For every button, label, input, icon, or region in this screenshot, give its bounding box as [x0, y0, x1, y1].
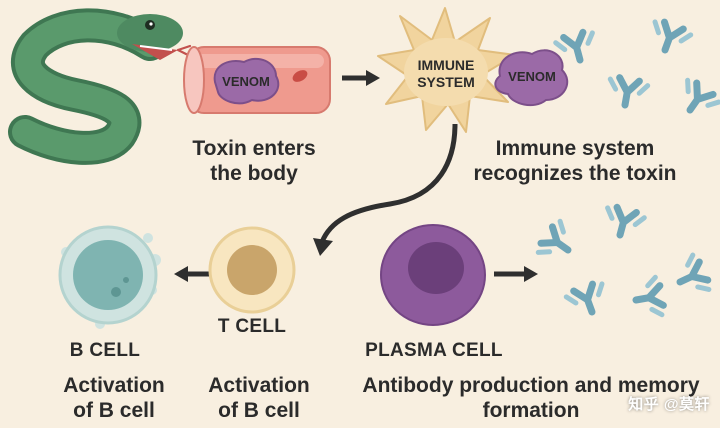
caption-b-activation-line1: Activation — [63, 374, 165, 397]
t-cell — [208, 226, 296, 314]
snake-illustration — [8, 8, 192, 165]
immune-system-label-line2: SYSTEM — [417, 73, 475, 90]
caption-immune-recognizes-line2: recognizes the toxin — [473, 161, 677, 185]
caption-b-activation-line2: of B cell — [73, 398, 155, 422]
caption-t-activation-line1: Activation — [208, 374, 310, 397]
caption-immune-recognizes: Immune system recognizes the toxin — [452, 137, 698, 187]
arrow-to-antibodies — [494, 266, 538, 282]
venom-blob — [494, 49, 569, 107]
b-cell — [58, 225, 161, 329]
t-cell-label: T CELL — [217, 316, 287, 337]
plasma-cell — [380, 224, 486, 326]
blood-vessel — [183, 46, 331, 114]
caption-toxin-enters-line1: Toxin enters — [192, 137, 316, 160]
caption-antibody-line1: Antibody production and memory — [362, 374, 700, 397]
caption-antibody-line2: formation — [482, 398, 580, 422]
caption-immune-recognizes-line1: Immune system — [495, 137, 655, 160]
caption-toxin-enters: Toxin enters the body — [168, 137, 340, 187]
antibody-cluster-top — [555, 19, 720, 121]
caption-t-activation: Activation of B cell — [190, 374, 328, 424]
immune-system-label: IMMUNE SYSTEM — [398, 57, 494, 90]
caption-antibody-production: Antibody production and memory formation — [348, 374, 714, 424]
b-cell-label: B CELL — [69, 340, 141, 361]
arrow-to-immune-system — [342, 70, 380, 86]
caption-toxin-enters-line2: the body — [210, 161, 298, 185]
arrow-to-b-cell — [174, 266, 210, 282]
antibody-cluster-bottom — [536, 205, 712, 319]
caption-b-activation: Activation of B cell — [40, 374, 188, 424]
venom-tube-label: VENOM — [222, 74, 270, 89]
watermark: 知乎 @莫轩 — [628, 396, 710, 413]
immune-system-label-line1: IMMUNE — [417, 57, 475, 73]
plasma-cell-label: PLASMA CELL — [365, 340, 503, 361]
immune-system-cell — [377, 7, 516, 133]
venom-in-vessel — [213, 57, 280, 105]
venom-blob-label: VENOM — [508, 69, 556, 84]
caption-t-activation-line2: of B cell — [218, 398, 300, 422]
curved-arrow-to-t-cell — [313, 123, 458, 256]
